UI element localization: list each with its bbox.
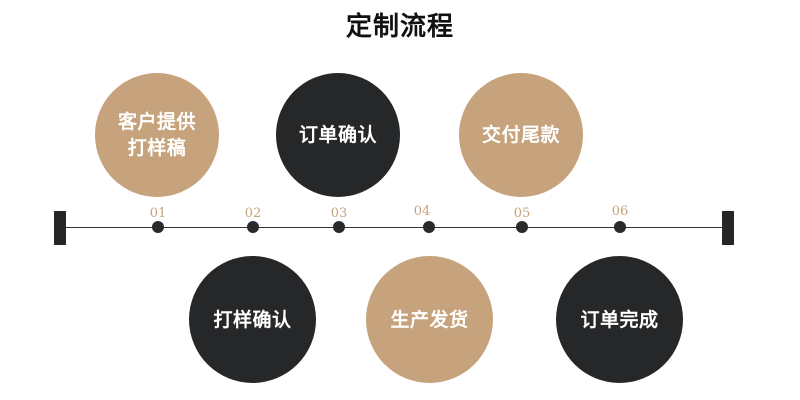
step-number-01: 01 — [149, 206, 167, 221]
step-number-06: 06 — [611, 204, 629, 219]
step-number-03: 03 — [330, 206, 348, 221]
step-number-05: 05 — [513, 206, 531, 221]
step-label-03: 订单确认 — [298, 124, 377, 146]
step-circle-04: 生产发货 — [366, 256, 493, 383]
step-label-01-line1: 客户提供 — [117, 111, 196, 133]
step-circle-05: 交付尾款 — [459, 73, 583, 197]
step-label-04: 生产发货 — [390, 308, 469, 331]
timeline-dot-01 — [152, 221, 164, 233]
timeline-start-cap — [54, 211, 66, 245]
step-circle-06: 订单完成 — [556, 256, 683, 383]
page-title: 定制流程 — [345, 12, 454, 42]
timeline-dot-03 — [333, 221, 345, 233]
timeline-dot-04 — [423, 221, 435, 233]
timeline-dot-06 — [614, 221, 626, 233]
step-label-06: 订单完成 — [580, 308, 659, 331]
step-label-05: 交付尾款 — [481, 124, 560, 146]
step-number-04: 04 — [413, 204, 431, 219]
step-label-01-line2: 打样稿 — [127, 137, 187, 159]
step-number-02: 02 — [244, 206, 262, 221]
timeline-dot-02 — [247, 221, 259, 233]
step-label-02: 打样确认 — [213, 308, 292, 331]
timeline-line — [60, 227, 730, 228]
timeline-dot-05 — [516, 221, 528, 233]
step-circle-02: 打样确认 — [189, 256, 316, 383]
timeline-end-cap — [722, 211, 734, 245]
step-circle-03: 订单确认 — [276, 73, 400, 197]
step-circle-01: 客户提供 打样稿 — [95, 73, 219, 197]
